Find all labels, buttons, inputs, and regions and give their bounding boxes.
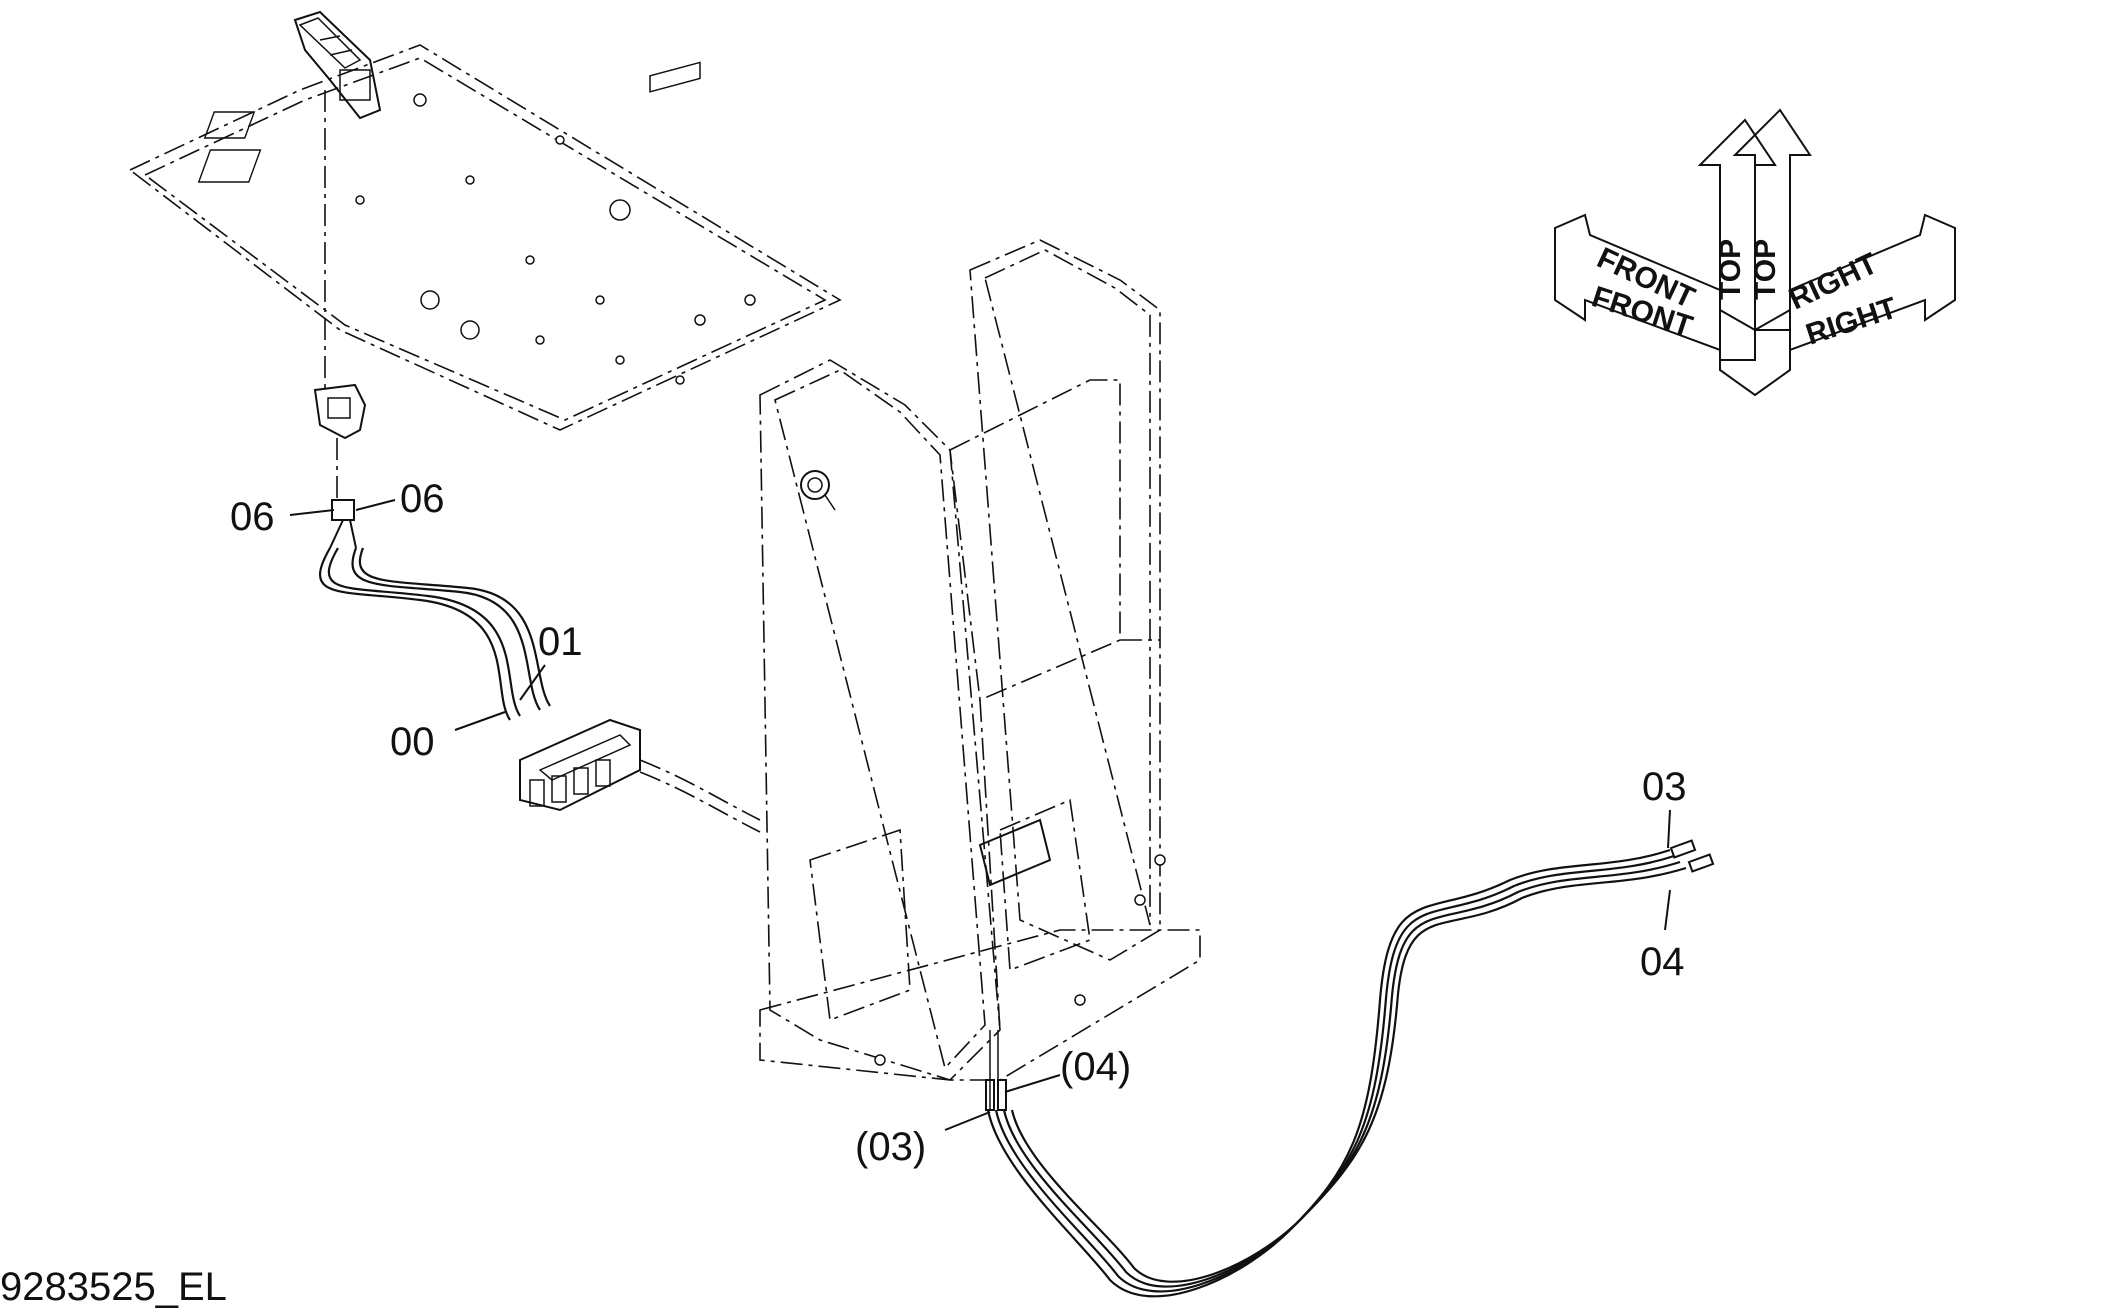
label-03-paren: (03) bbox=[855, 1125, 926, 1169]
connector-06 bbox=[329, 499, 357, 549]
column-frame bbox=[759, 239, 1201, 1081]
document-id: 9283525_EL bbox=[0, 1265, 227, 1309]
label-01: 01 bbox=[538, 620, 583, 664]
label-06-left: 06 bbox=[230, 495, 275, 539]
leader-lines bbox=[289, 499, 1671, 1131]
label-06-right: 06 bbox=[400, 477, 445, 521]
orient-top-2: TOP bbox=[1749, 239, 1782, 300]
label-03: 03 bbox=[1642, 765, 1687, 809]
orientation-indicator: FRONT FRONT TOP TOP RIGHT RIGHT bbox=[1554, 108, 1956, 397]
floor-plate bbox=[128, 44, 842, 431]
label-00: 00 bbox=[390, 720, 435, 764]
hose-drop bbox=[985, 1030, 1007, 1111]
label-04: 04 bbox=[1640, 940, 1685, 984]
hose-lower bbox=[986, 839, 1715, 1298]
switch-bracket bbox=[313, 383, 367, 440]
manifold-block bbox=[519, 718, 641, 812]
orient-top-1: TOP bbox=[1714, 239, 1747, 300]
plate-holes bbox=[355, 93, 756, 385]
control-console bbox=[293, 10, 382, 120]
label-04-paren: (04) bbox=[1060, 1045, 1131, 1089]
hose-upper bbox=[318, 547, 551, 721]
